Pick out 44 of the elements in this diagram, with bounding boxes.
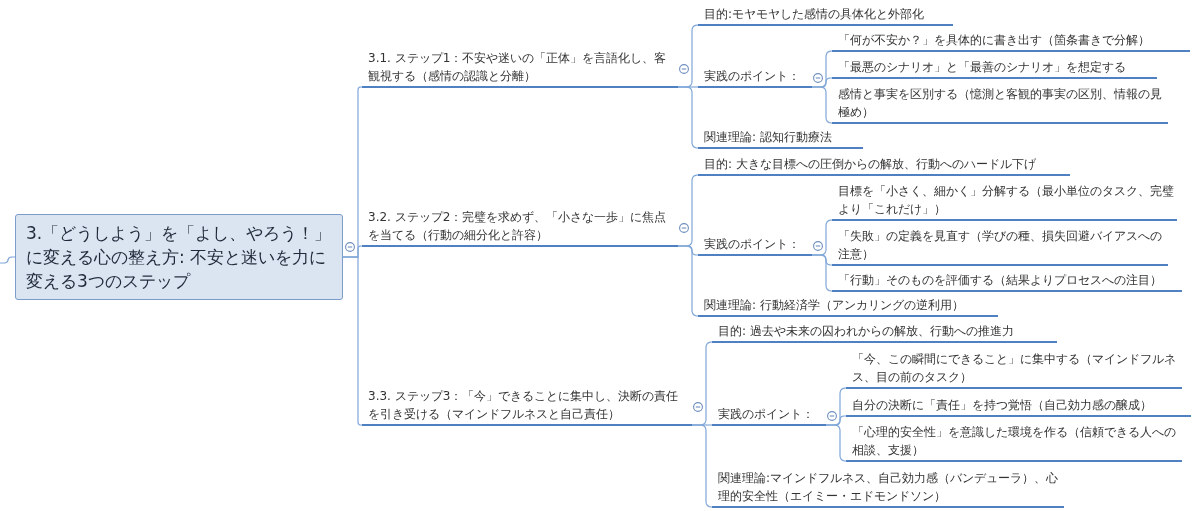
topic-text: 3.1. ステップ1：不安や迷いの「正体」を言語化し、客観視する（感情の認識と分離） [368,50,668,85]
topic-text: 感情と事実を区別する（憶測と客観的事実の区別、情報の見極め） [838,86,1163,121]
topic-text: 関連理論:マインドフルネス、自己効力感（バンデューラ）、心理的安全性（エイミー・エドモンドソン） [718,470,1060,505]
branch-topic [832,58,1157,79]
topic-text: 「今、この瞬間にできること」に集中する（マインドフルネス、目の前のタスク） [852,351,1177,386]
topic-text: 「心理的安全性」を意識した環境を作る（信頼できる人への相談、支援） [852,424,1177,459]
connector-line [811,86,833,124]
branch-topic [698,296,998,317]
topic-text: 3.2. ステップ2：完璧を求めず、「小さな一歩」に焦点を当てる（行動の細分化と許容） [368,209,668,244]
connector-line [677,86,699,149]
topic-text: 関連理論: 行動経済学（アンカリングの逆利用） [704,297,965,314]
topic-text: 3.「どうしよう」を「よし、やろう！」に変える心の整え方: 不安と迷いを力に変える3つのステップ [26,222,333,293]
topic-text: 「行動」そのものを評価する（結果よりプロセスへの注目） [838,272,1163,289]
branch-topic [832,31,1190,52]
branch-topic [698,128,863,149]
branch-topic [698,155,1070,176]
topic-text: 自分の決断に「責任」を持つ覚悟（自己効力感の醸成） [852,397,1153,414]
connector-line [691,424,713,508]
connector-line [811,254,833,292]
topic-text: 実践のポイント： [718,406,815,423]
connector-line [0,256,16,264]
topic-text: 3.3. ステップ3：「今」できることに集中し、決断の責任を引き受ける（マインドフルネスと自己責任） [368,388,680,423]
topic-text: 目的:モヤモヤした感情の具体化と外部化 [704,6,926,23]
branch-topic [698,5,953,26]
connector-line [825,424,847,462]
branch-topic [712,405,826,426]
branch-topic [698,67,812,88]
topic-text: 「失敗」の定義を見直す（学びの種、損失回避バイアスへの注意） [838,228,1163,263]
central-topic-box [15,214,343,300]
branch-topic [832,271,1182,292]
branch-topic [698,235,812,256]
topic-text: 目標を「小さく、細かく」分解する（最小単位のタスク、完璧より「これだけ」） [838,183,1175,218]
topic-text: 「最悪のシナリオ」と「最善のシナリオ」を想定する [838,59,1127,76]
connector-line [677,245,699,317]
topic-text: 関連理論: 認知行動療法 [704,129,833,146]
connector-line [342,256,363,426]
branch-topic [362,387,692,426]
topic-text: 実践のポイント： [704,68,801,85]
topic-text: 目的: 過去や未来の囚われからの解放、行動への推進力 [718,323,1015,340]
branch-topic [846,396,1191,417]
topic-text: 実践のポイント： [704,236,801,253]
topic-text: 「何が不安か？」を具体的に書き出す（箇条書きで分解） [838,32,1151,49]
topic-text: 目的: 大きな目標への圧倒からの解放、行動へのハードル下げ [704,156,1037,173]
branch-topic [712,322,1057,343]
